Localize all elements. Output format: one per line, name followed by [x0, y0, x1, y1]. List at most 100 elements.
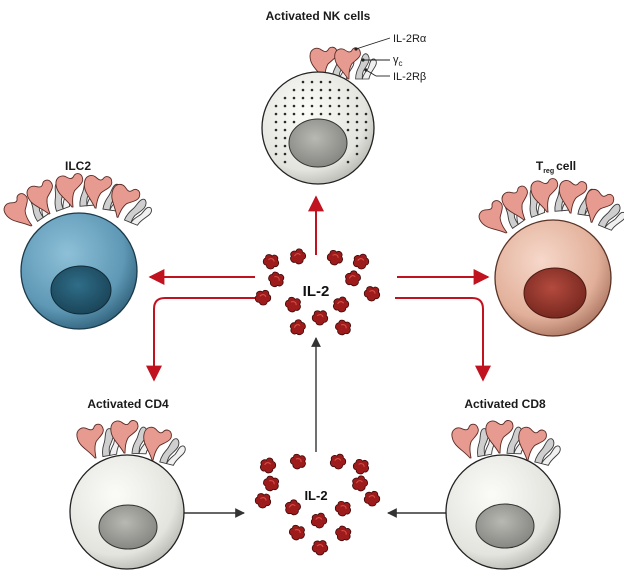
gamma-c-label: γc	[393, 54, 403, 68]
nk-granule-dot	[319, 88, 323, 92]
cd4-nucleus	[98, 504, 158, 550]
nk-granule-dot	[310, 96, 314, 100]
nk-granule-dot	[355, 152, 359, 156]
nk-granule-dot	[355, 96, 359, 100]
nk-granule-dot	[328, 88, 332, 92]
nk-label: Activated NK cells	[266, 9, 371, 23]
nk-granule-dot	[301, 104, 305, 108]
il2-molecule	[352, 459, 369, 475]
il2-molecule	[352, 475, 368, 492]
nk-nucleus	[288, 118, 348, 168]
nk-granule-dot	[319, 104, 323, 108]
il2-upper-label: IL-2	[303, 283, 330, 300]
il2-molecule	[311, 310, 329, 326]
il2-molecule	[333, 296, 350, 313]
nk-granule-dot	[346, 120, 350, 124]
nk-granule-dot	[274, 104, 278, 108]
nk-granule-dot	[283, 112, 287, 116]
nk-granule-dot	[328, 104, 332, 108]
nk-granule-dot	[328, 80, 332, 84]
nk-granule-dot	[355, 136, 359, 140]
nk-granule-dot	[283, 96, 287, 100]
nk-granule-dot	[301, 88, 305, 92]
il2-molecule	[262, 254, 280, 270]
nk-granule-dot	[274, 136, 278, 140]
il2-molecule	[334, 501, 351, 517]
il2-molecule	[290, 248, 306, 265]
nk-granule-dot	[283, 144, 287, 148]
treg-nucleus	[523, 267, 587, 319]
il2-cluster-lower	[254, 453, 381, 556]
nk-granule-dot	[355, 120, 359, 124]
nk-granule-dot	[337, 112, 341, 116]
nk-granule-dot	[328, 96, 332, 100]
nk-granule-dot	[274, 144, 278, 148]
nk-granule-dot	[310, 104, 314, 108]
nk-granule-dot	[346, 112, 350, 116]
nk-granule-dot	[346, 160, 350, 164]
nk-granule-dot	[319, 112, 323, 116]
nk-granule-dot	[283, 152, 287, 156]
cd8-label: Activated CD8	[464, 397, 546, 411]
nk-granule-dot	[274, 112, 278, 116]
nk-granule-dot	[310, 112, 314, 116]
nk-granule-dot	[337, 88, 341, 92]
nk-granule-dot	[274, 128, 278, 132]
nk-granule-dot	[301, 96, 305, 100]
nk-granule-dot	[355, 112, 359, 116]
cd4-label: Activated CD4	[87, 397, 169, 411]
il2r-beta-label: IL-2Rβ	[393, 71, 426, 83]
nk-granule-dot	[337, 96, 341, 100]
il2-molecule	[352, 253, 370, 270]
il2-molecule	[285, 296, 301, 313]
il2-molecule	[310, 512, 328, 529]
nk-granule-dot	[328, 112, 332, 116]
nk-granule-dot	[346, 128, 350, 132]
nk-granule-dot	[283, 128, 287, 132]
il2-molecule	[290, 453, 306, 470]
il2-molecule	[335, 319, 351, 336]
nk-granule-dot	[364, 112, 368, 116]
arrow-to-cd4	[146, 297, 255, 382]
receptor-label-leaders	[354, 37, 391, 77]
nk-granule-dot	[310, 80, 314, 84]
il2-molecule	[329, 453, 347, 470]
nk-granule-dot	[364, 136, 368, 140]
il2-molecule	[268, 271, 285, 288]
nk-granule-dot	[319, 80, 323, 84]
il2-molecule	[345, 270, 361, 287]
nk-granule-dot	[292, 96, 296, 100]
nk-granule-dot	[283, 104, 287, 108]
il2-molecule	[335, 525, 352, 542]
treg-cell	[475, 176, 624, 337]
nk-granule-dot	[301, 80, 305, 84]
il2-molecule	[263, 475, 279, 492]
nk-granule-dot	[274, 152, 278, 156]
il2-molecule	[254, 289, 272, 306]
nk-granule-dot	[283, 120, 287, 124]
ilc2-cell	[0, 171, 158, 330]
il2-molecule	[254, 493, 272, 509]
il2-molecule	[289, 319, 306, 336]
nk-granules	[274, 80, 368, 164]
nk-granule-dot	[355, 104, 359, 108]
nk-granule-dot	[364, 128, 368, 132]
nk-granule-dot	[319, 96, 323, 100]
nk-granule-dot	[346, 88, 350, 92]
arrow-to-cd8	[395, 297, 491, 382]
nk-cell	[261, 46, 377, 185]
cd4-cell	[69, 419, 190, 570]
nk-granule-dot	[283, 136, 287, 140]
nk-granule-dot	[337, 104, 341, 108]
il2-molecule	[289, 524, 305, 541]
il2-lower-label: IL-2	[304, 488, 327, 503]
nk-granule-dot	[364, 120, 368, 124]
ilc2-nucleus	[50, 265, 112, 315]
cd8-nucleus	[475, 503, 535, 549]
il2-molecule	[311, 540, 329, 556]
nk-granule-dot	[310, 88, 314, 92]
il2-cluster-upper	[254, 248, 381, 336]
